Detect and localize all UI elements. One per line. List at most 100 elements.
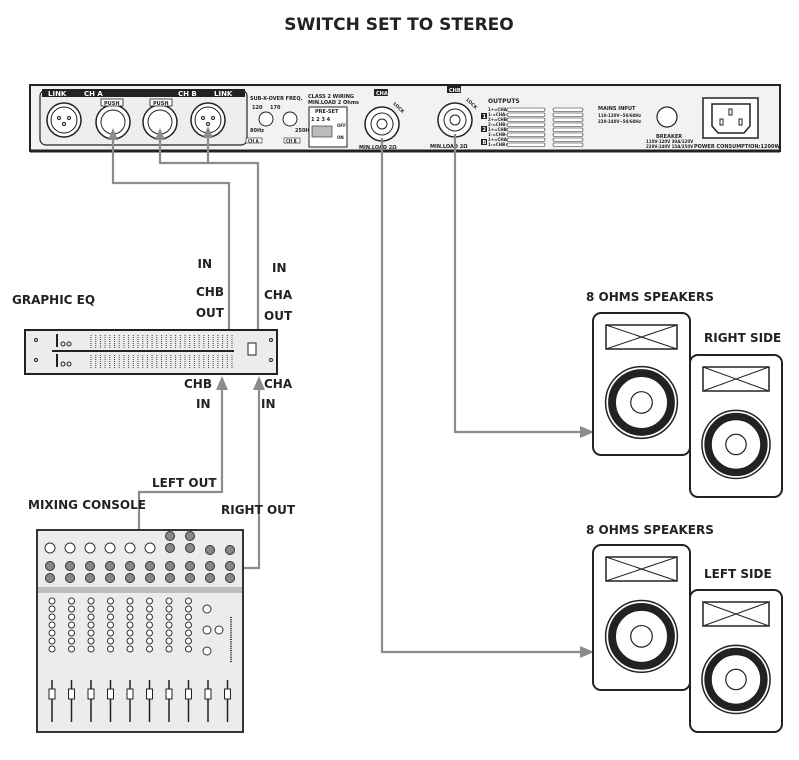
arrow-icon [203, 126, 213, 138]
eq-chb-out-in: IN [197, 257, 212, 271]
channel-knob [146, 621, 153, 629]
channel-knob [126, 605, 134, 613]
xlr-link-a-jack[interactable] [46, 102, 82, 138]
preset-off: OFF [337, 123, 346, 128]
output-jack [225, 545, 235, 555]
channel-knob [87, 629, 95, 637]
insert-jack [65, 573, 75, 583]
ch-b-label: CH B [178, 90, 197, 98]
woofer-surround [608, 602, 675, 670]
outputs-row-label: 1+=CHA+ [488, 107, 510, 112]
horn-lines [605, 324, 678, 350]
insert-jack [125, 573, 135, 583]
channel-knob [87, 637, 95, 645]
output-jack [185, 561, 195, 571]
channel-knob [87, 597, 95, 605]
fader[interactable] [107, 688, 114, 700]
power-inlet[interactable] [702, 97, 759, 139]
mode-badge-label: B [483, 140, 487, 146]
channel-knob [165, 613, 173, 621]
outputs-slot [506, 127, 546, 132]
channel-knob [68, 645, 75, 653]
channel-knob [126, 637, 134, 645]
eq-knob [60, 341, 66, 347]
eq-power-switch[interactable] [247, 342, 257, 356]
output-jack [185, 543, 195, 553]
outputs-table: 1+=CHA+1-=CHA-2+=CHB+2-=CHB-1+=CHB+1-=CH… [481, 107, 584, 147]
arrow-icon [580, 426, 594, 438]
line-input-jack [85, 561, 95, 571]
mains-input-title: MAINS INPUT [598, 106, 636, 112]
woofer-dustcap [630, 624, 653, 648]
arrow-icon [580, 646, 594, 658]
graphic-eq-label: GRAPHIC EQ [12, 293, 95, 307]
xlr-input-jack [84, 542, 96, 554]
mode-badge [481, 113, 487, 119]
left-speaker-back [689, 589, 783, 733]
mode-badge [481, 126, 487, 132]
arrow-icon [253, 376, 265, 390]
eq-rack-hole [34, 358, 38, 362]
channel-knob [165, 597, 173, 605]
right-speaker-front [592, 312, 691, 456]
arrow-icon [155, 128, 165, 140]
outputs-slot [552, 137, 584, 142]
channel-knob [68, 605, 75, 613]
crossover-knob-b[interactable] [282, 111, 298, 127]
outputs-slot [552, 132, 584, 137]
fader[interactable] [87, 688, 95, 700]
crossover-tick-80: 80Hz [250, 128, 264, 134]
outputs-row-label: 2-=CHB- [488, 122, 507, 127]
right-out-label: RIGHT OUT [221, 503, 296, 517]
speakon-output-chb[interactable]: CHB LOCK [437, 86, 479, 138]
breaker-line-2: 220V-240V 15A/250V [646, 144, 694, 149]
line-input-jack [145, 561, 155, 571]
min-load-b: MIN.LOAD 2Ω [430, 144, 468, 150]
outputs-slot [552, 117, 584, 122]
fader[interactable] [48, 688, 56, 700]
breaker-button[interactable] [656, 106, 678, 128]
crossover-switch-a[interactable]: CH A [248, 139, 260, 144]
channel-knob [87, 645, 95, 653]
channel-knob [126, 629, 134, 637]
fader[interactable] [204, 688, 212, 700]
crossover-title: SUB-X-OVER FREQ. [250, 96, 303, 102]
crossover-knob-a[interactable] [258, 111, 274, 127]
eq-chb-out-label: OUT [196, 306, 225, 320]
eq-chb-in-ch: CHB [184, 377, 212, 391]
channel-knob [68, 597, 75, 605]
crossover-switch-b[interactable]: CH B [286, 139, 297, 144]
left-speaker-front [592, 544, 691, 691]
channel-knob [185, 645, 192, 653]
line-input-jack [125, 561, 135, 571]
ch-a-label: CH A [84, 90, 103, 98]
fader[interactable] [146, 688, 153, 700]
output-jack [185, 531, 195, 541]
outputs-row-label: 1-=CHA- [488, 112, 507, 117]
mode-badge-label: 2 [483, 127, 487, 133]
channel-knob [185, 613, 192, 621]
channel-knob [68, 637, 75, 645]
eq-sliders [34, 334, 273, 368]
channel-knob [48, 605, 56, 613]
mixing-console-label: MIXING CONSOLE [28, 498, 146, 512]
channel-knob [107, 637, 114, 645]
channel-knob [68, 613, 75, 621]
channel-knob [165, 645, 173, 653]
preset-dip-switch[interactable] [311, 125, 333, 138]
eq-cha-out-ch: CHA [264, 288, 293, 302]
fader[interactable] [68, 688, 75, 700]
woofer-surround [608, 369, 675, 436]
eq-rack-hole [269, 358, 273, 362]
fader[interactable] [224, 688, 231, 700]
fader[interactable] [165, 688, 173, 700]
output-jack [165, 543, 175, 553]
woofer-dustcap [725, 433, 747, 456]
fader[interactable] [185, 688, 192, 700]
left-out-label: LEFT OUT [152, 476, 217, 490]
channel-knob [126, 645, 134, 653]
fader[interactable] [126, 688, 134, 700]
output-jack [165, 561, 175, 571]
cable-eq-chb-out-to-amp-cha-in [111, 138, 231, 331]
output-jack [205, 561, 215, 571]
